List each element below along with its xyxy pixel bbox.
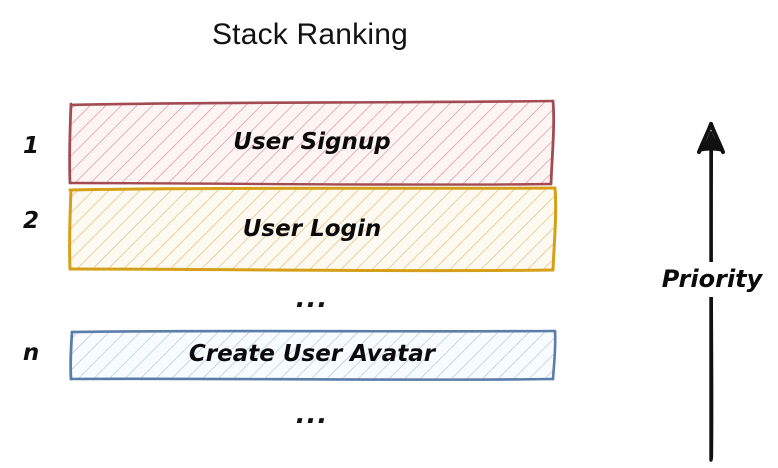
stack-item-user-signup[interactable]: User Signup <box>66 98 558 188</box>
rank-label-1: 1 <box>22 133 39 159</box>
page-title: Stack Ranking <box>211 18 409 51</box>
rank-label-2: 2 <box>22 208 39 234</box>
ellipsis-bottom: ... <box>295 400 329 430</box>
stack-item-create-user-avatar[interactable]: Create User Avatar <box>66 328 558 382</box>
priority-axis <box>655 110 773 462</box>
stack-item-shape-red <box>68 99 556 186</box>
rank-label-n: n <box>22 340 40 366</box>
stack-item-user-login[interactable]: User Login <box>66 186 558 274</box>
arrow-up-icon <box>697 122 725 462</box>
stack-item-shape-amber <box>68 186 558 273</box>
ellipsis-middle: ... <box>295 284 329 314</box>
stack-item-shape-blue <box>69 329 557 382</box>
priority-axis-label: Priority <box>646 262 778 297</box>
